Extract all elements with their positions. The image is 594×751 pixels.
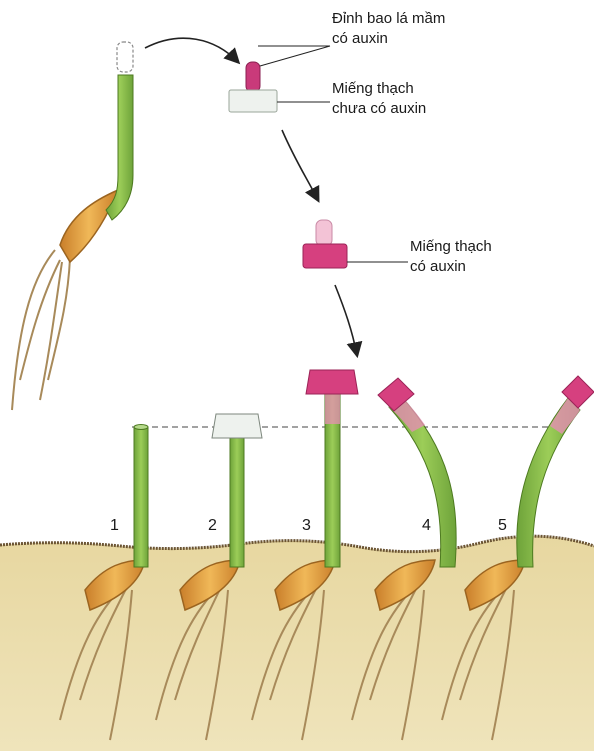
arrow-tip-to-agar xyxy=(145,38,238,62)
auxin-agar-block-3 xyxy=(306,370,358,394)
coleoptile-tip xyxy=(246,62,260,92)
seedling-number-5: 5 xyxy=(498,517,507,535)
plain-agar-label-line1: Miếng thạch xyxy=(332,80,414,98)
arrow-to-seedlings xyxy=(335,285,357,355)
tip-label-line2: có auxin xyxy=(332,30,388,48)
auxin-agar xyxy=(303,220,408,268)
tip-label-line1: Đỉnh bao lá mầm xyxy=(332,10,445,28)
auxin-agar-block xyxy=(303,244,347,268)
plain-agar-block xyxy=(229,90,277,112)
tip-on-plain-agar xyxy=(229,46,330,112)
seedling-number-1: 1 xyxy=(110,517,119,535)
source-seedling xyxy=(12,42,133,410)
removed-tip-outline xyxy=(117,42,133,72)
plain-agar-label-line2: chưa có auxin xyxy=(332,100,426,118)
seedling-number-3: 3 xyxy=(302,517,311,535)
plain-agar-block-2 xyxy=(212,414,262,438)
seedling-number-4: 4 xyxy=(422,517,431,535)
seedling-number-2: 2 xyxy=(208,517,217,535)
auxin-agar-label-line1: Miếng thạch xyxy=(410,238,492,256)
arrow-to-auxin-agar xyxy=(282,130,318,200)
auxin-agar-label-line2: có auxin xyxy=(410,258,466,276)
